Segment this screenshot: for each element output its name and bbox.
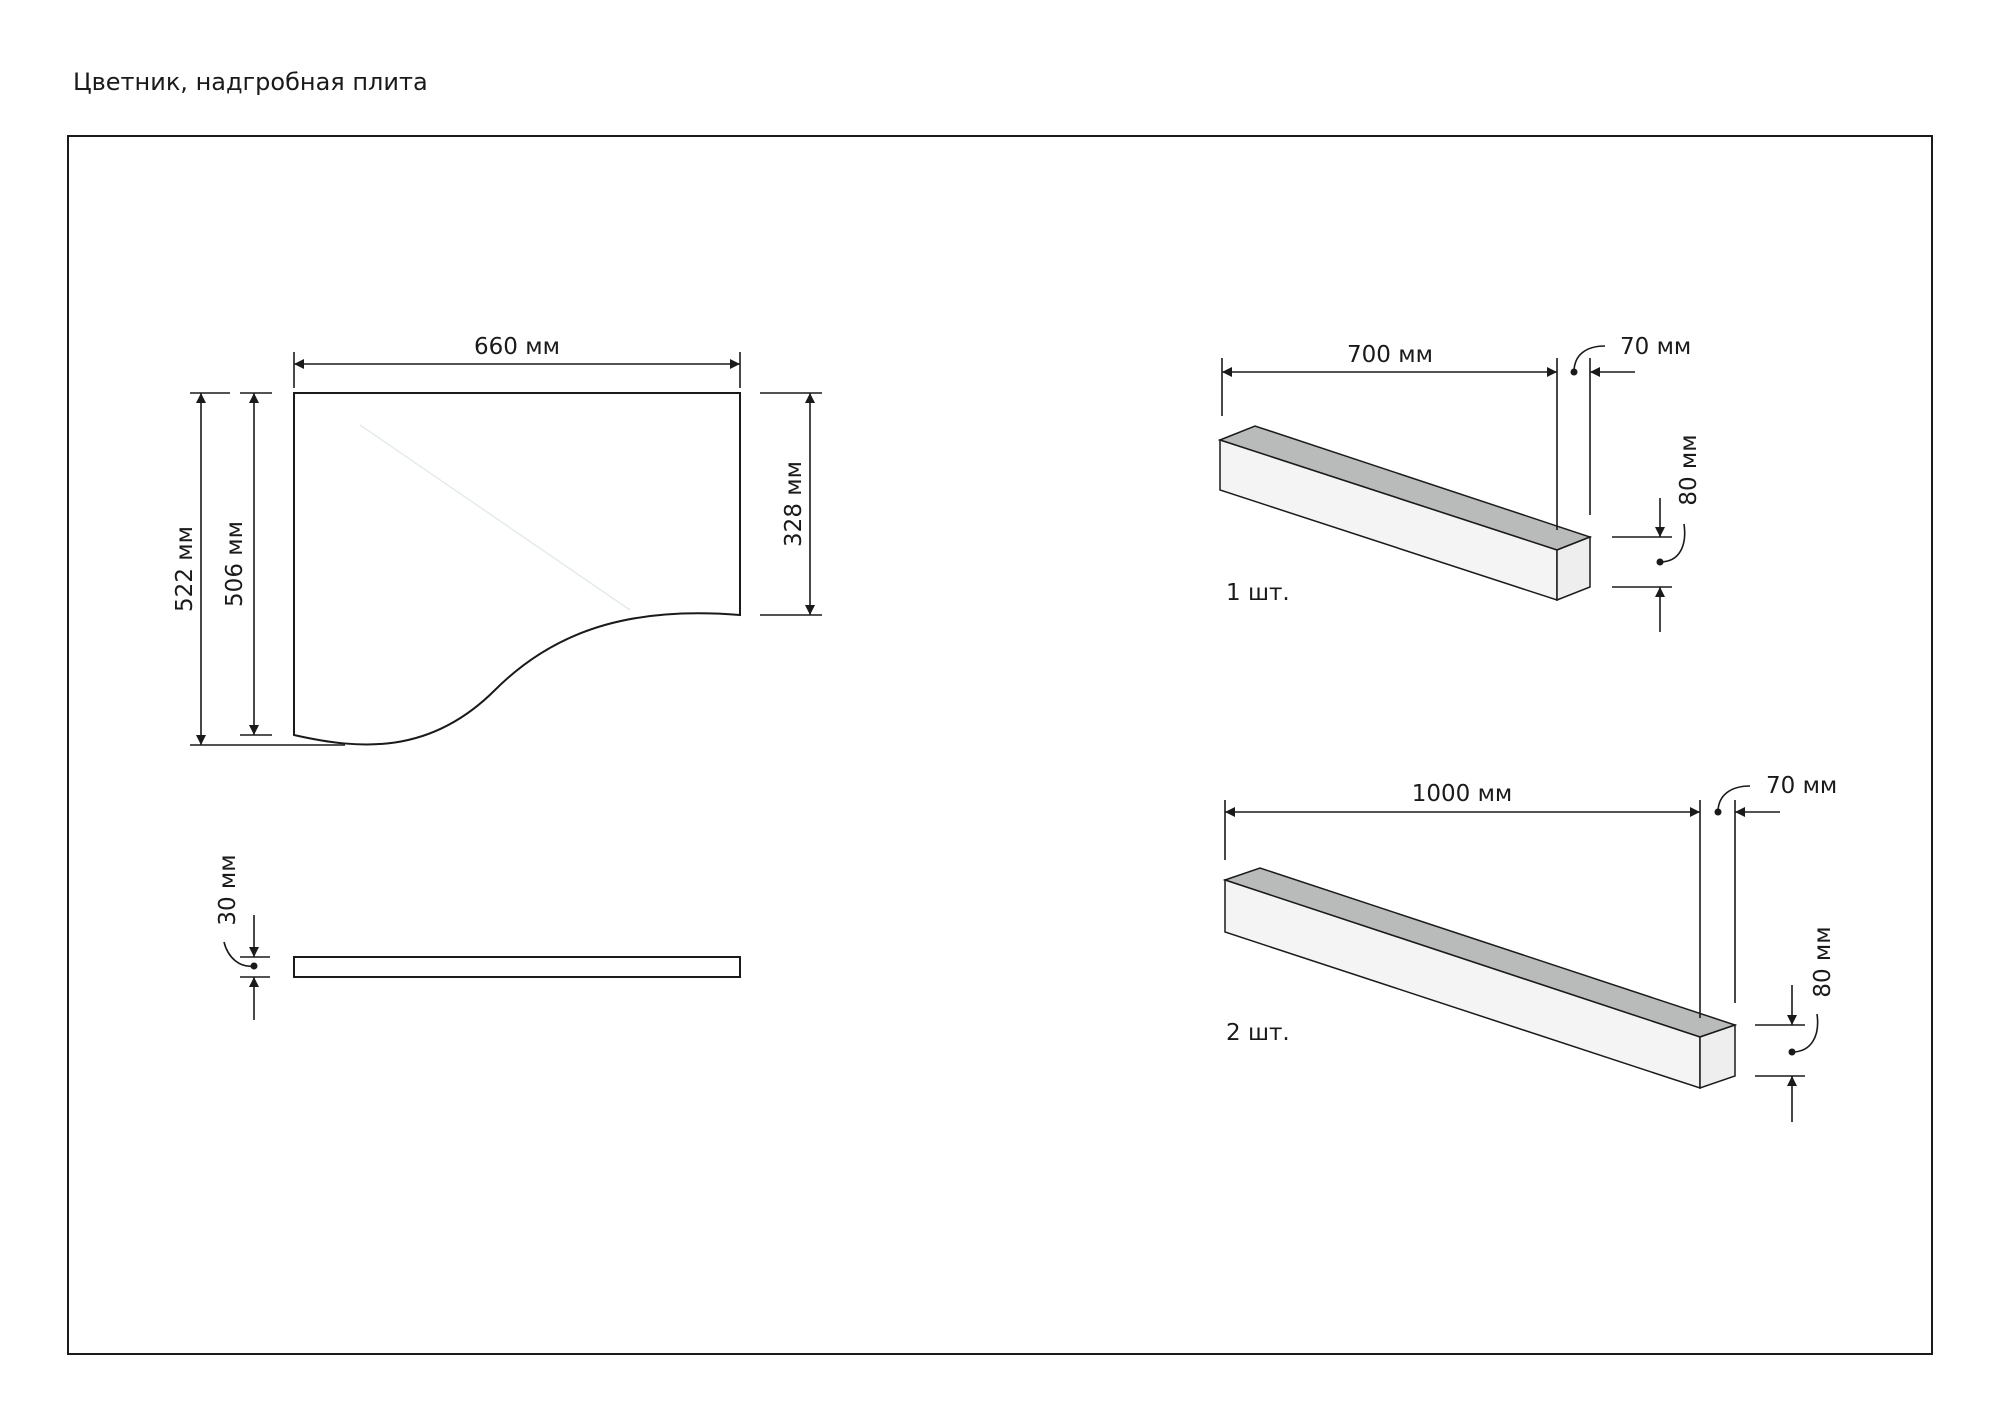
bar-long-height-dimension: 80 мм bbox=[1755, 926, 1836, 1122]
bar-short-end bbox=[1556, 535, 1591, 602]
slab-total-height-label: 522 мм bbox=[172, 526, 198, 612]
bar-short-height-dimension: 80 мм bbox=[1612, 434, 1702, 632]
slab-right-height-dimension: 328 мм bbox=[760, 392, 822, 616]
drawing-frame bbox=[67, 135, 1933, 1355]
bar-short-quantity: 1 шт. bbox=[1226, 580, 1290, 606]
bar-long bbox=[1222, 867, 1738, 1090]
slab-side-outline bbox=[293, 956, 741, 978]
bar-short-length-dimension: 700 мм bbox=[1221, 342, 1558, 530]
slab-top-view bbox=[293, 392, 741, 746]
bar-long-height-label: 80 мм bbox=[1810, 926, 1836, 997]
bar-short-width-dimension: 70 мм bbox=[1570, 334, 1691, 515]
bar-short-length-label: 700 мм bbox=[1347, 342, 1433, 368]
bar-short bbox=[1217, 425, 1593, 602]
slab-thickness-label: 30 мм bbox=[215, 854, 241, 925]
bar-long-end bbox=[1699, 1023, 1736, 1090]
bar-long-width-label: 70 мм bbox=[1766, 773, 1837, 799]
slab-total-height-dimension: 522 мм bbox=[172, 392, 345, 746]
slab-outline bbox=[293, 392, 741, 746]
slab-left-height-dimension: 506 мм bbox=[222, 392, 272, 736]
bar-long-quantity: 2 шт. bbox=[1226, 1020, 1290, 1046]
slab-side-view: 30 мм bbox=[215, 854, 741, 1020]
slab-width-dimension: 660 мм bbox=[293, 334, 741, 388]
bar-long-width-dimension: 70 мм bbox=[1714, 773, 1837, 1003]
bar-short-height-label: 80 мм bbox=[1676, 434, 1702, 505]
bar-long-face bbox=[1224, 878, 1701, 1090]
slab-left-height-label: 506 мм bbox=[222, 521, 248, 607]
slab-right-height-label: 328 мм bbox=[781, 461, 807, 547]
bar-short-width-label: 70 мм bbox=[1620, 334, 1691, 360]
slab-width-label: 660 мм bbox=[474, 334, 560, 360]
bar-long-length-dimension: 1000 мм bbox=[1224, 781, 1701, 1018]
page-title: Цветник, надгробная плита bbox=[73, 68, 428, 96]
bar-long-length-label: 1000 мм bbox=[1412, 781, 1513, 807]
